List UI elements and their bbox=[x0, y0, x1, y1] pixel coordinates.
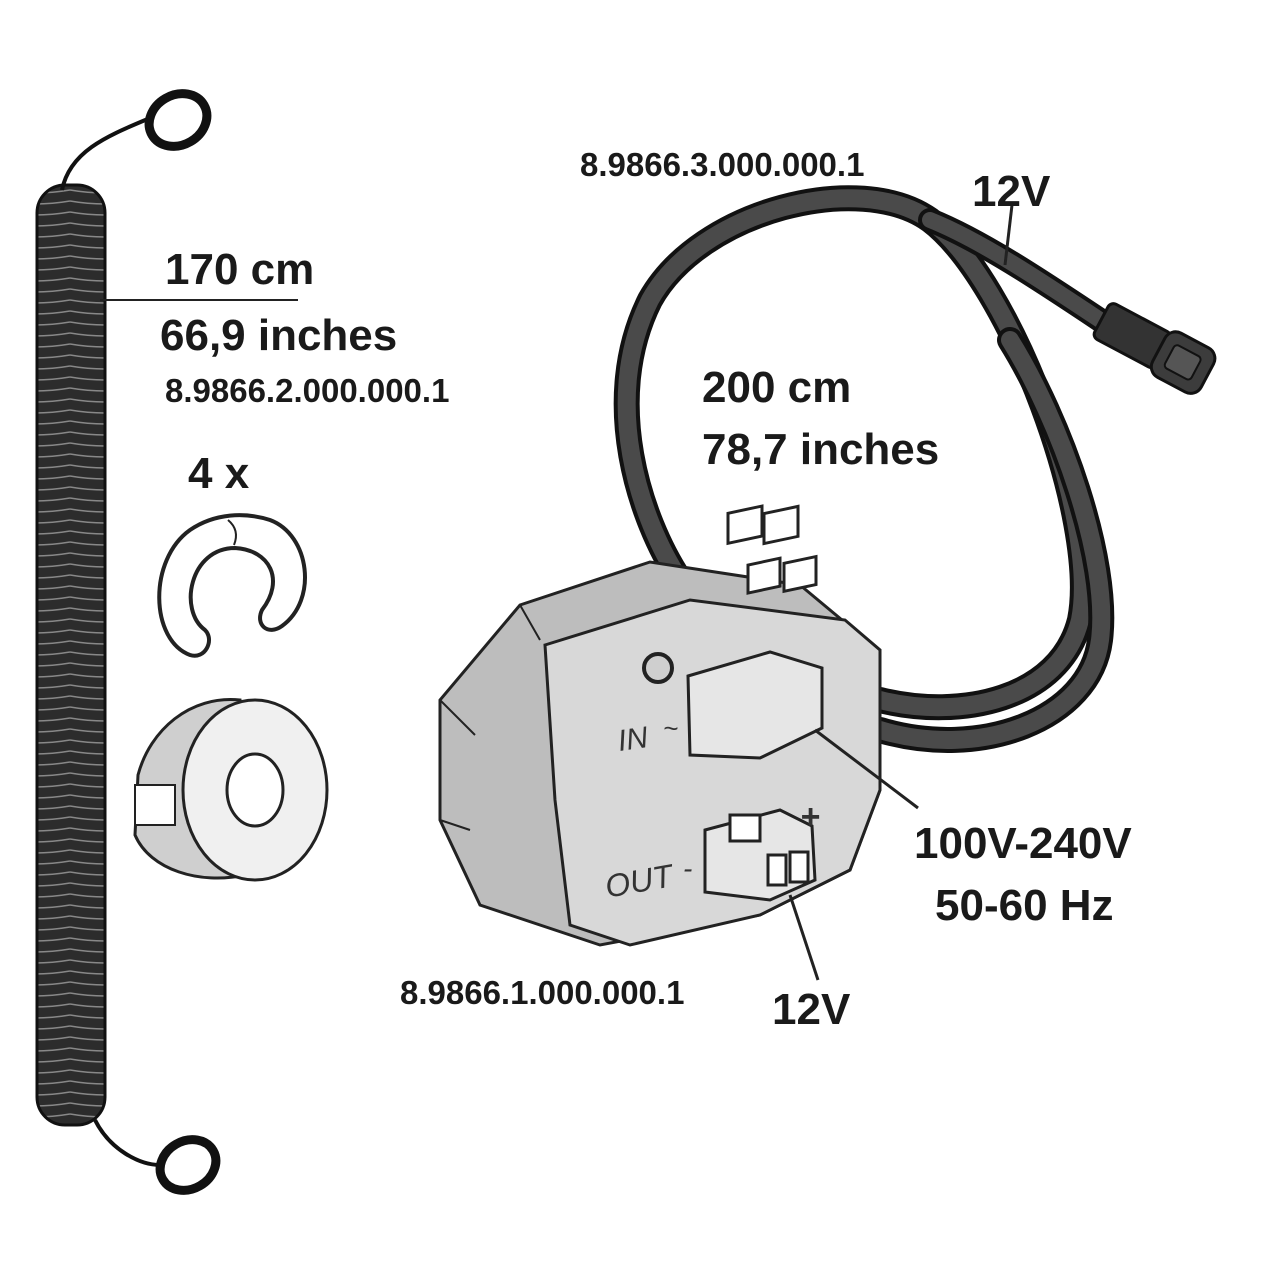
spring-coil bbox=[35, 183, 107, 1127]
input-leader bbox=[814, 728, 919, 810]
input-terminal-icon bbox=[686, 504, 824, 760]
spring-length-cm: 170 cm bbox=[165, 245, 315, 294]
grommet-hole bbox=[225, 752, 285, 828]
clip-quantity: 4 x bbox=[188, 449, 250, 498]
clip-ring-shape bbox=[157, 513, 307, 658]
device-minus-symbol: - bbox=[683, 853, 693, 884]
grommet-icon bbox=[133, 698, 329, 882]
device-plus-symbol: + bbox=[800, 798, 820, 836]
power-supply-part-number: 8.9866.1.000.000.1 bbox=[400, 974, 685, 1011]
clip-ring-icon bbox=[157, 513, 307, 658]
spring-bottom-wire bbox=[93, 1119, 161, 1167]
spring-length-inches: 66,9 inches bbox=[160, 311, 398, 360]
spring-icon bbox=[35, 89, 298, 1195]
input-frequency: 50-60 Hz bbox=[935, 881, 1114, 930]
output-terminal-icon bbox=[703, 808, 817, 902]
cable-voltage-leader bbox=[1003, 204, 1014, 266]
spring-bottom-ring bbox=[155, 1135, 221, 1195]
spring-top-wire bbox=[60, 116, 151, 191]
spring-top-ring bbox=[144, 89, 212, 151]
spring-part-number: 8.9866.2.000.000.1 bbox=[165, 372, 450, 409]
input-voltage: 100V-240V bbox=[914, 819, 1132, 868]
output-voltage: 12V bbox=[772, 985, 851, 1034]
cable-connector-icon bbox=[1092, 302, 1217, 395]
cable-part-number: 8.9866.3.000.000.1 bbox=[580, 146, 865, 183]
grommet-slot bbox=[134, 784, 176, 826]
cable-voltage: 12V bbox=[972, 167, 1051, 216]
cable-icon bbox=[613, 185, 1217, 753]
device-in-label: IN bbox=[615, 721, 651, 758]
led-indicator bbox=[642, 652, 674, 684]
device-in-symbol: ~ bbox=[663, 713, 679, 743]
power-supply-icon bbox=[438, 504, 919, 981]
output-leader bbox=[788, 894, 820, 981]
cable-length-inches: 78,7 inches bbox=[702, 425, 940, 474]
cable-length-cm: 200 cm bbox=[702, 363, 852, 412]
